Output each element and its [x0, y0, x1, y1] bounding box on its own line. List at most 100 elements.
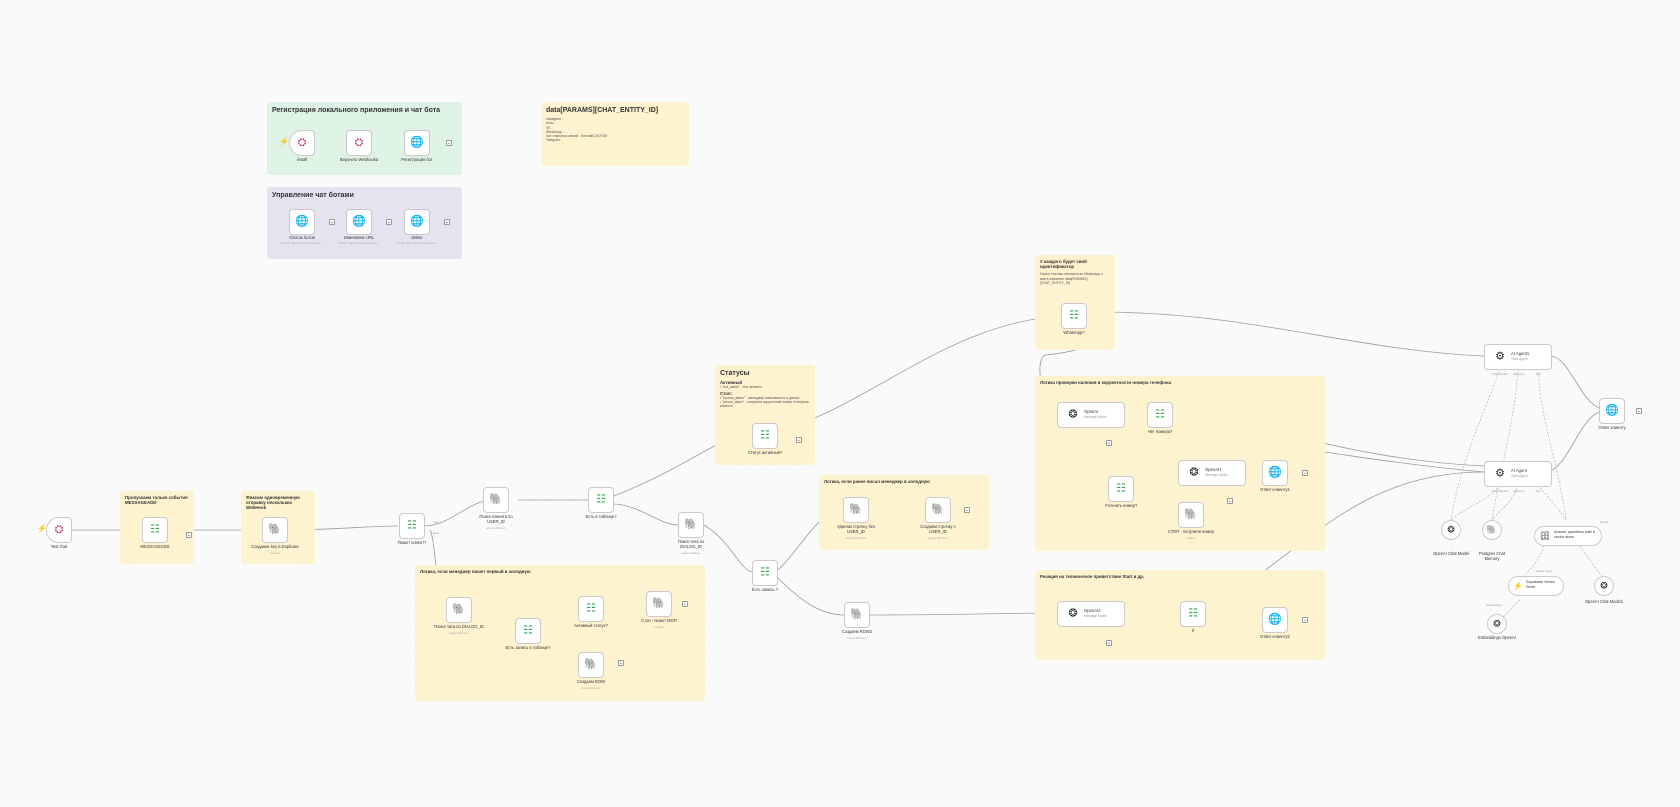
stop-number-node[interactable]: 🐘: [1178, 502, 1204, 528]
stop-writes-node[interactable]: 🐘: [646, 591, 672, 617]
postgres-memory-node[interactable]: 🐘: [1482, 520, 1502, 540]
add-model-button[interactable]: +: [1227, 498, 1233, 505]
create-dup-sub: execute: [269, 551, 281, 555]
embeddings-node[interactable]: ❂: [1487, 614, 1507, 634]
filter-icon: ☷: [760, 429, 770, 442]
change-url-label: Изменение URL: [343, 235, 375, 240]
stop-writes-label: Стоп - пишет МОП: [641, 618, 677, 623]
create-dup-node[interactable]: 🐘: [262, 517, 288, 543]
find-dialog2-node[interactable]: 🐘: [446, 597, 472, 623]
if-node[interactable]: ☷: [1180, 601, 1206, 627]
record-exists-label: Есть запись ?: [751, 587, 779, 592]
bot-list-node[interactable]: 🌐: [289, 209, 315, 235]
install-node[interactable]: ⛭: [289, 130, 315, 156]
openai-chat-model-label: OpenAI Chat Model: [1433, 551, 1469, 556]
add-connection-button[interactable]: +: [618, 660, 624, 667]
elephant-icon: 🐘: [452, 603, 466, 616]
test-chat-node[interactable]: ⛭: [46, 517, 72, 543]
change-url-node[interactable]: 🌐: [346, 209, 372, 235]
record-exists-node[interactable]: ☷: [752, 560, 778, 586]
client-writes-node[interactable]: ☷: [399, 513, 425, 539]
add-connection-button[interactable]: +: [386, 219, 392, 226]
has-record-table-node[interactable]: ☷: [515, 618, 541, 644]
globe-icon: 🌐: [410, 215, 424, 228]
ai-agent1-port-memory: Memory: [1513, 372, 1525, 376]
reply-client-node[interactable]: 🌐: [1599, 398, 1625, 424]
delete-node[interactable]: 🌐: [404, 209, 430, 235]
sticky-fix-webhook-title: Фиксим одновременную отправку нескольких…: [246, 495, 300, 511]
add-connection-button[interactable]: +: [1302, 617, 1308, 624]
create-row2-node[interactable]: 🐘: [844, 602, 870, 628]
params-line: Avito -: [546, 121, 556, 126]
sticky-identifier-body: Нужно тестово написать во WhatsApp и взя…: [1040, 272, 1103, 285]
create-row2-label: Создаем ROW2: [841, 629, 873, 634]
openai-chat-model1-node[interactable]: ❂: [1594, 576, 1614, 596]
robot-icon: ⚙: [1495, 467, 1505, 480]
find-user-sub: select:allUsers: [485, 526, 507, 530]
openai2-label: OpenAI2: [1084, 608, 1101, 613]
openai-icon: ❂: [1447, 524, 1455, 535]
webhook-icon: ⛭: [297, 136, 307, 149]
status-active-heading: Активный: [720, 380, 743, 385]
add-connection-button[interactable]: +: [796, 437, 802, 444]
branch-true-label: true: [433, 520, 439, 524]
create-row-user-node[interactable]: 🐘: [925, 497, 951, 523]
add-model-button[interactable]: +: [1106, 440, 1112, 447]
ai-agent-port-tool: Tool: [1535, 489, 1541, 493]
find-user-node[interactable]: 🐘: [483, 487, 509, 513]
supabase-node[interactable]: ⚡Supabase Vector Store: [1508, 576, 1564, 596]
add-connection-button[interactable]: +: [1636, 408, 1642, 415]
sticky-manager-cold-title: Логика, если ранее писал менеджер в холо…: [824, 479, 930, 484]
find-dialog-node[interactable]: 🐘: [678, 512, 704, 538]
sticky-chat-entity-id: data[PARAMS][CHAT_ENTITY_ID] Instagram -…: [541, 102, 689, 166]
ai-agent-label: AI Agent: [1511, 468, 1527, 473]
messageadd-node[interactable]: ☷: [142, 517, 168, 543]
answer-vector-node[interactable]: 🗄Answer questions with a vector store: [1534, 526, 1602, 546]
find-user-label: Поиск клиента по USER_ID: [479, 514, 513, 524]
delete-row-node[interactable]: 🐘: [843, 497, 869, 523]
add-connection-button[interactable]: +: [682, 601, 688, 608]
sticky-identifier-title: У каждого будет свой идентификатор: [1040, 259, 1087, 270]
whatsapp-node[interactable]: ☷: [1061, 303, 1087, 329]
verify-node[interactable]: ⛭: [346, 130, 372, 156]
reply-client1-node[interactable]: 🌐: [1262, 460, 1288, 486]
status-active-item: • "bot_active" - бот активен: [720, 385, 762, 390]
add-connection-button[interactable]: +: [444, 219, 450, 226]
openai-chat-model-node[interactable]: ❂: [1441, 520, 1461, 540]
reply-client2-node[interactable]: 🌐: [1262, 607, 1288, 633]
add-connection-button[interactable]: +: [186, 532, 192, 539]
reply-client1-label: Ответ клиенту1: [1260, 487, 1290, 492]
in-table-node[interactable]: ☷: [588, 487, 614, 513]
no-number-label: Нет номера?: [1147, 429, 1173, 434]
no-number-node[interactable]: ☷: [1147, 402, 1173, 428]
install-label: install: [296, 157, 308, 162]
add-connection-button[interactable]: +: [446, 140, 452, 147]
register-bot-node[interactable]: 🌐: [404, 130, 430, 156]
filter-icon: ☷: [596, 493, 606, 506]
active-status-node[interactable]: ☷: [578, 596, 604, 622]
filter-icon: ☷: [1188, 607, 1198, 620]
openai-icon: ❂: [1068, 408, 1078, 421]
if-label: If: [1191, 628, 1195, 633]
ai-agent-sub: Tools Agent: [1511, 474, 1528, 478]
openai1-sub: Message Model: [1205, 473, 1228, 477]
add-model-button[interactable]: +: [1106, 640, 1112, 647]
add-connection-button[interactable]: +: [1302, 470, 1308, 477]
clarify-number-node[interactable]: ☷: [1108, 476, 1134, 502]
openai-chat-model1-label: OpenAI Chat Model1: [1584, 599, 1624, 604]
status-active-node[interactable]: ☷: [752, 423, 778, 449]
add-connection-button[interactable]: +: [964, 507, 970, 514]
supabase-label: Supabase Vector Store: [1526, 580, 1555, 589]
bolt-icon: ⚡: [1513, 581, 1523, 591]
sticky-registration-title: Регистрация локального приложения и чат …: [272, 107, 441, 114]
create-row-node[interactable]: 🐘: [578, 652, 604, 678]
change-url-sub: POST: https://konsultant-seo...: [338, 241, 380, 245]
add-connection-button[interactable]: +: [329, 219, 335, 226]
